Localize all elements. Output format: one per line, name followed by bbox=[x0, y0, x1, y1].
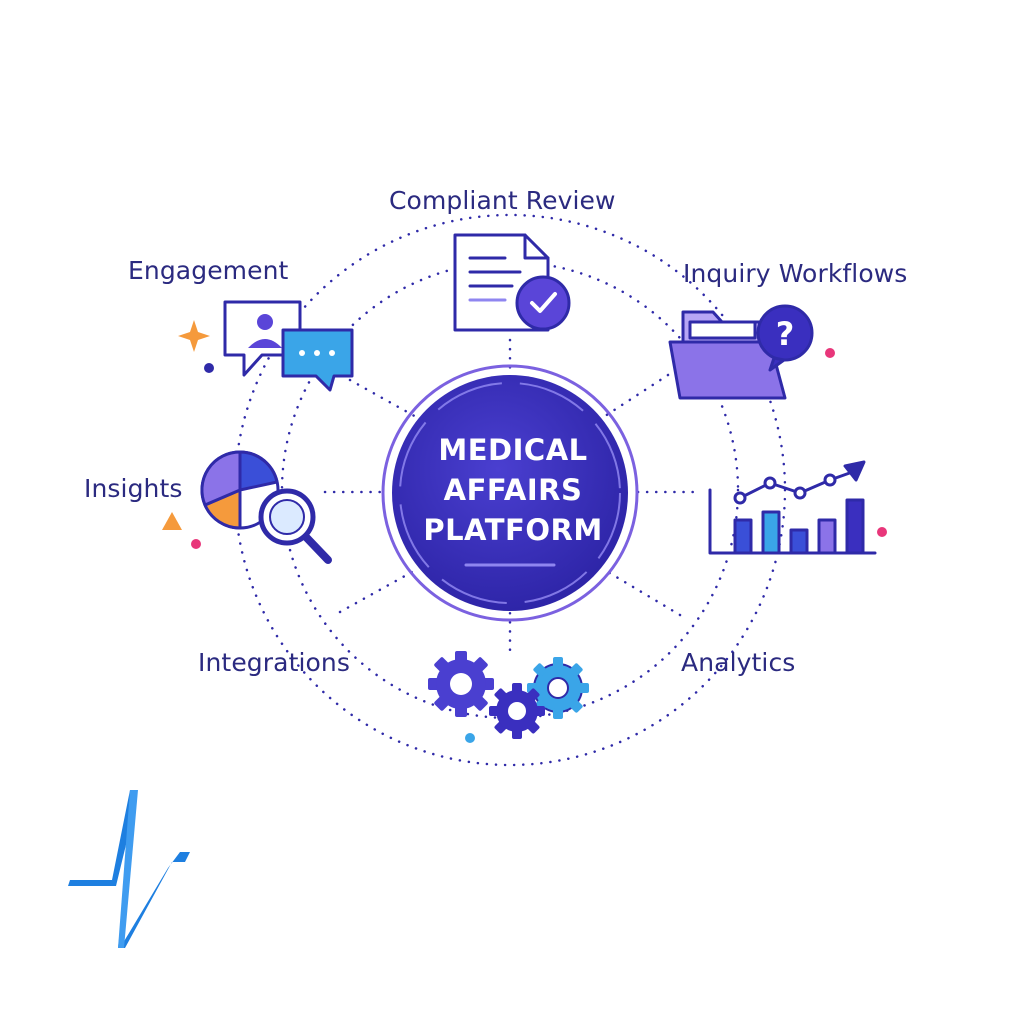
center-circle bbox=[392, 375, 628, 611]
pie-chart-magnifier-icon bbox=[200, 450, 332, 564]
center-outer-ring bbox=[381, 364, 639, 622]
decor-dot bbox=[465, 733, 475, 743]
spoke-bottom-right bbox=[606, 570, 682, 617]
spoke-top-left bbox=[348, 378, 420, 420]
decor-dot bbox=[191, 539, 201, 549]
folder-question-icon: ? bbox=[668, 304, 814, 400]
brand-logo-icon bbox=[68, 790, 190, 948]
analytics-label: Analytics bbox=[681, 648, 796, 677]
gears-icon bbox=[428, 651, 589, 739]
center-title-line-3: PLATFORM bbox=[423, 513, 603, 547]
chat-user-icon bbox=[223, 300, 354, 392]
bar-line-chart-icon bbox=[708, 460, 877, 555]
decor-dot bbox=[825, 348, 835, 358]
insights-label: Insights bbox=[84, 474, 183, 503]
document-check-icon bbox=[453, 233, 571, 332]
svg-text:?: ? bbox=[776, 315, 795, 353]
center-title-line-1: MEDICAL bbox=[438, 433, 588, 467]
gear-icon bbox=[428, 651, 494, 717]
compliant-review-label: Compliant Review bbox=[389, 186, 616, 215]
gear-icon bbox=[527, 657, 589, 719]
decor-dot bbox=[204, 363, 214, 373]
triangle-decor bbox=[162, 512, 182, 530]
integrations-label: Integrations bbox=[198, 648, 350, 677]
engagement-label: Engagement bbox=[128, 256, 289, 285]
center-hub bbox=[381, 364, 639, 622]
sparkle-icon bbox=[178, 320, 210, 352]
gear-icon bbox=[489, 683, 545, 739]
decor-dot bbox=[877, 527, 887, 537]
center-inner-ring bbox=[399, 382, 621, 604]
inquiry-workflows-label: Inquiry Workflows bbox=[683, 259, 908, 288]
spoke-bottom-left bbox=[338, 570, 414, 614]
center-title-line-2: AFFAIRS bbox=[443, 473, 583, 507]
spoke-top-right bbox=[600, 373, 670, 420]
